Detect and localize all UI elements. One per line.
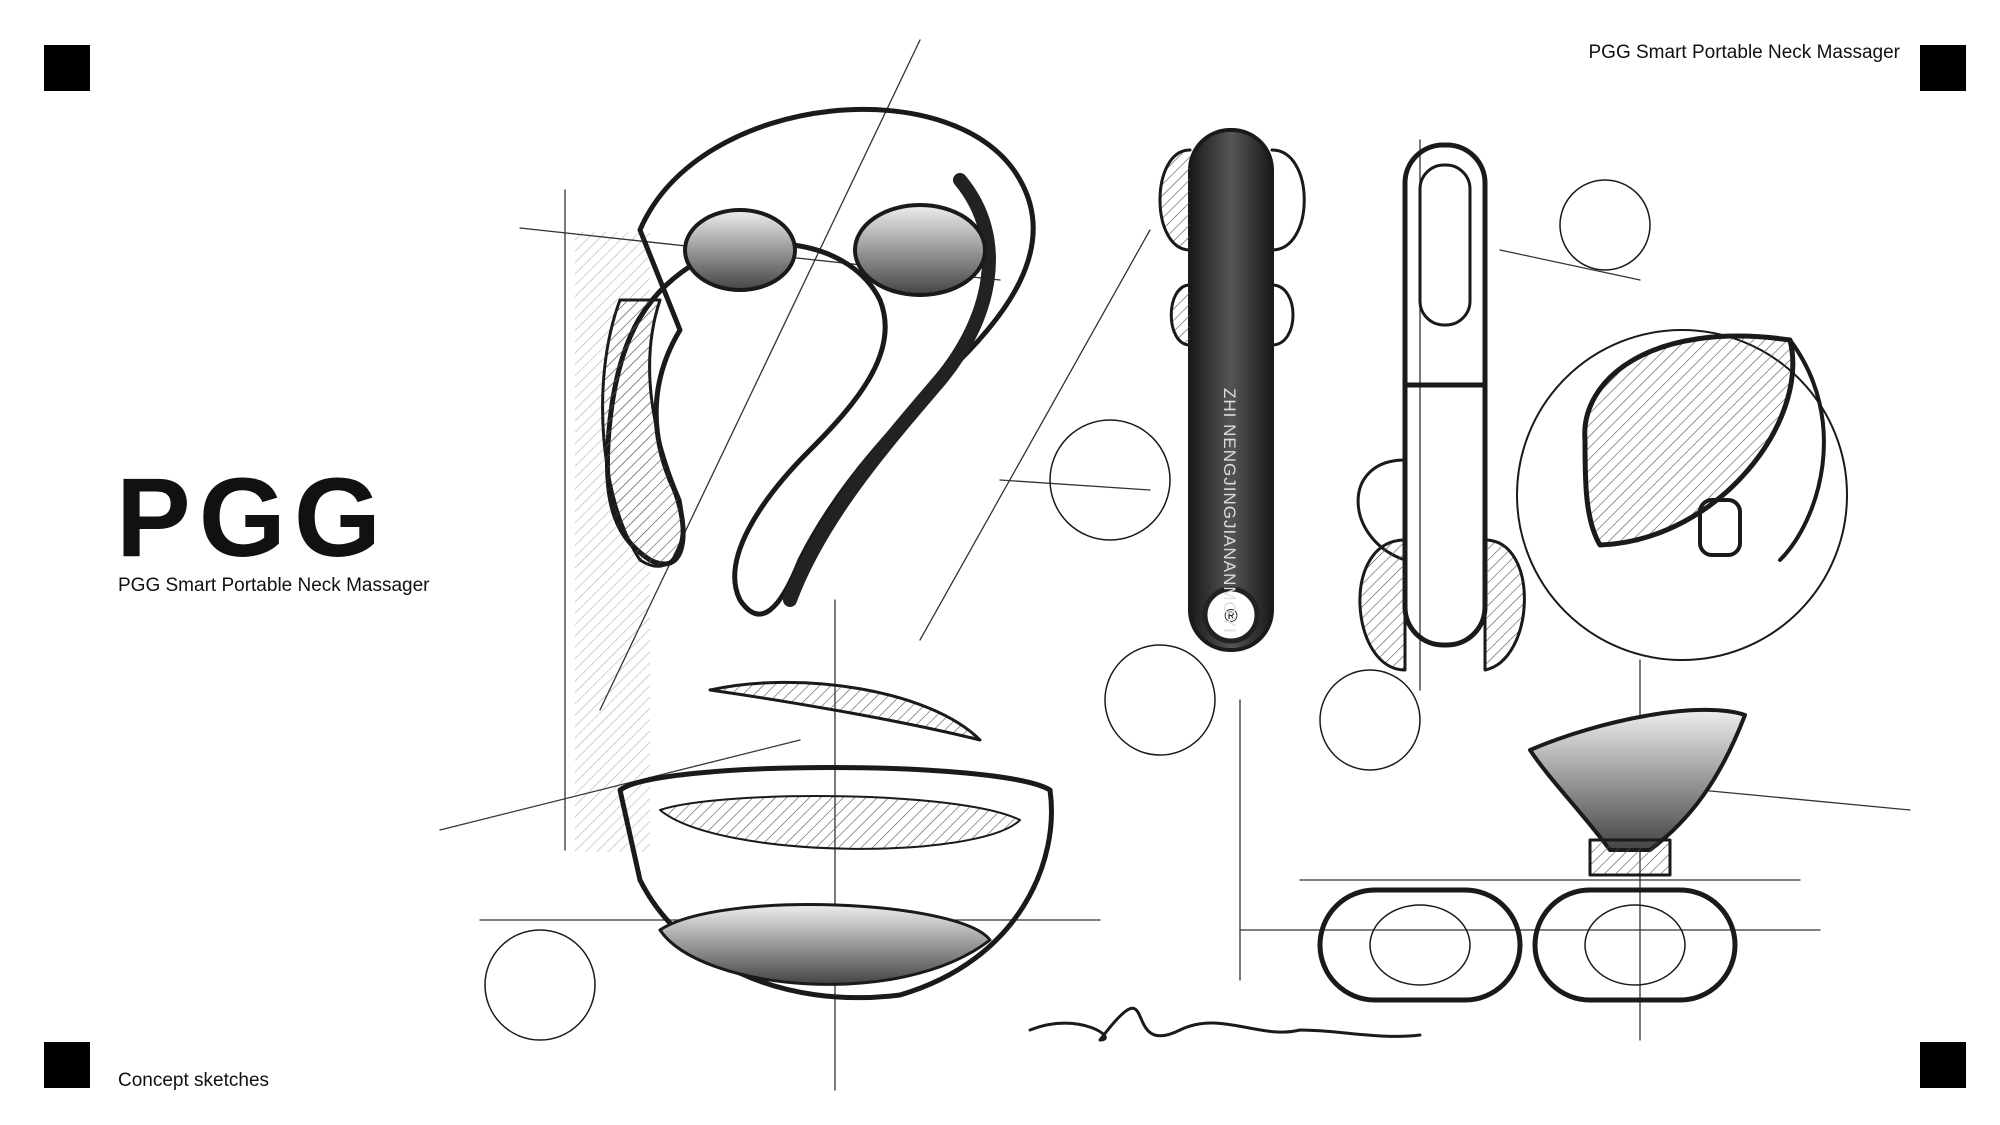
- corner-marker-top-left: [44, 45, 90, 91]
- device-label: ZHI NENGJINGJIANANMOYI: [1220, 388, 1239, 634]
- header-title: PGG Smart Portable Neck Massager: [1588, 42, 1901, 63]
- corner-marker-bottom-left: [44, 1042, 90, 1088]
- brand-logo: PGG: [116, 455, 389, 580]
- footer-caption: Concept sketches: [118, 1070, 270, 1091]
- brand-subtitle: PGG Smart Portable Neck Massager: [118, 575, 430, 596]
- registered-mark: ®: [1224, 606, 1237, 626]
- corner-marker-bottom-right: [1920, 1042, 1966, 1088]
- corner-marker-top-right: [1920, 45, 1966, 91]
